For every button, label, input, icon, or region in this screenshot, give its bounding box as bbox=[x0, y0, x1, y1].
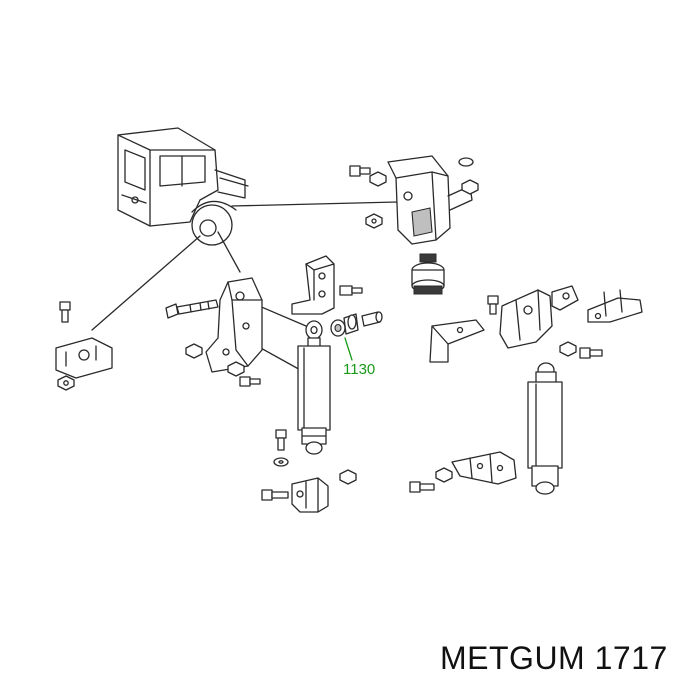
shock-absorber-icon bbox=[297, 320, 331, 455]
brand-part-number-label: METGUM 1717 bbox=[440, 640, 668, 676]
leader-line-cab-to-mount bbox=[91, 235, 201, 331]
part-callout-label: 1130 bbox=[343, 361, 375, 378]
bushing-icon bbox=[330, 313, 359, 337]
nut-icon bbox=[365, 213, 383, 229]
bolt-icon bbox=[361, 311, 383, 327]
bolt-icon bbox=[261, 489, 289, 501]
nut-icon bbox=[273, 457, 289, 467]
nut-icon bbox=[461, 179, 479, 195]
bolt-icon bbox=[239, 376, 261, 387]
shock-absorber-icon bbox=[527, 362, 563, 495]
truck-cab-icon bbox=[117, 127, 249, 246]
bolt-icon bbox=[409, 481, 435, 493]
bracket-icon bbox=[587, 289, 643, 323]
bolt-icon bbox=[59, 301, 71, 323]
bolt-icon bbox=[349, 165, 371, 177]
bolt-icon bbox=[579, 347, 603, 359]
bracket-icon bbox=[291, 477, 329, 513]
bolt-icon bbox=[165, 299, 219, 319]
bolt-icon bbox=[339, 285, 363, 296]
leader-line-cab-to-frame-bracket bbox=[231, 201, 399, 207]
bracket-icon bbox=[205, 277, 263, 373]
nut-icon bbox=[57, 375, 75, 391]
bracket-icon bbox=[499, 285, 579, 349]
nut-icon bbox=[369, 171, 387, 187]
bracket-icon bbox=[429, 319, 485, 363]
bolt-icon bbox=[275, 429, 287, 451]
bracket-icon bbox=[387, 155, 473, 245]
nut-icon bbox=[227, 361, 245, 377]
nut-icon bbox=[185, 343, 203, 359]
callout-leader-line bbox=[344, 337, 353, 361]
nut-icon bbox=[559, 341, 577, 357]
bracket-icon bbox=[451, 451, 517, 485]
nut-icon bbox=[435, 467, 453, 483]
leader-line-cab-to-hanger bbox=[217, 231, 241, 273]
nut-icon bbox=[339, 469, 357, 485]
rubber-bump-stop-icon bbox=[411, 253, 445, 295]
nut-icon bbox=[458, 157, 474, 167]
bracket-icon bbox=[291, 255, 335, 315]
bracket-icon bbox=[55, 337, 113, 379]
bolt-icon bbox=[487, 295, 499, 315]
